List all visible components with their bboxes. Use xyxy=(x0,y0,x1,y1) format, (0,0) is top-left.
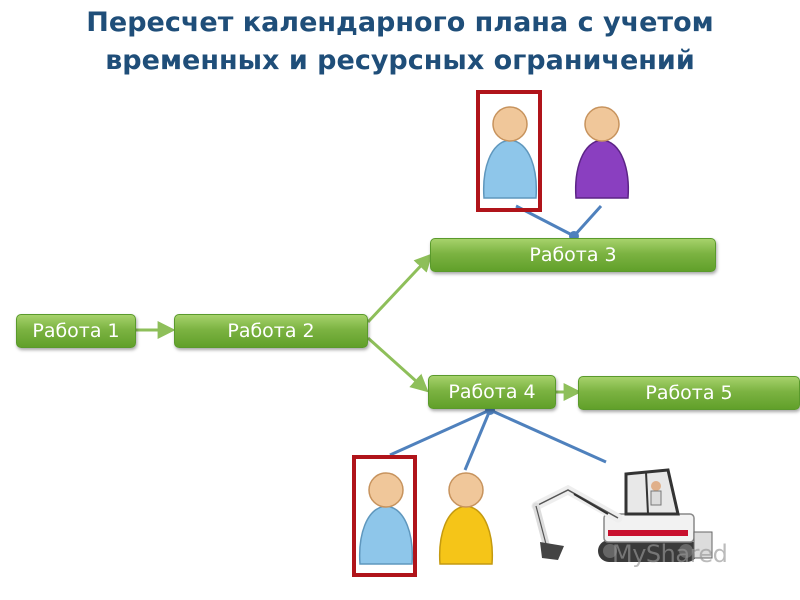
selection-frame-w3 xyxy=(476,90,542,212)
page-title: Пересчет календарного плана с учетом вре… xyxy=(0,4,800,80)
watermark: MyShared xyxy=(612,540,728,568)
task-rabota-4[interactable]: Работа 4 xyxy=(428,375,556,409)
person-icon[interactable] xyxy=(478,100,542,200)
selection-frame-w4 xyxy=(352,455,417,577)
task-rabota-3[interactable]: Работа 3 xyxy=(430,238,716,272)
title-line-2: временных и ресурсных ограничений xyxy=(105,45,695,76)
link-w4-person1 xyxy=(389,408,491,457)
link-w4-excavator xyxy=(489,408,607,464)
excavator-icon[interactable] xyxy=(518,462,768,572)
link-w3-person2 xyxy=(572,204,603,238)
link-w4-person2 xyxy=(463,409,492,471)
task-rabota-2[interactable]: Работа 2 xyxy=(174,314,368,348)
title-line-1: Пересчет календарного плана с учетом xyxy=(86,7,714,38)
task-rabota-1[interactable]: Работа 1 xyxy=(16,314,136,348)
arrow-w2-w3 xyxy=(366,253,433,324)
task-rabota-5[interactable]: Работа 5 xyxy=(578,376,800,410)
arrow-w2-w4 xyxy=(366,336,429,393)
person-icon[interactable] xyxy=(434,466,498,566)
person-icon[interactable] xyxy=(570,100,634,200)
person-icon[interactable] xyxy=(354,466,418,566)
